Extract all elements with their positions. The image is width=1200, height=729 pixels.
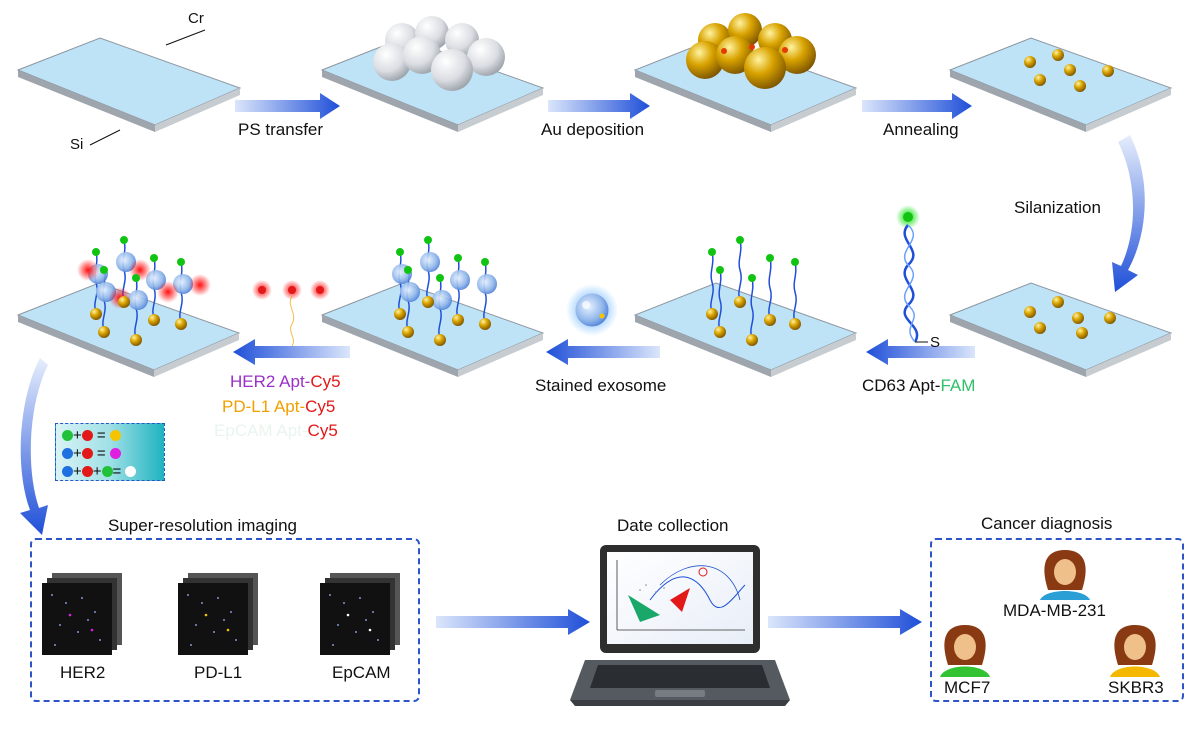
- legend-row-white: ++=: [62, 463, 137, 480]
- arrow-to-diagnosis: [768, 609, 922, 635]
- aptamer-epcam-target: EpCAM: [214, 421, 273, 440]
- substrate-stained: [16, 236, 241, 377]
- cr-layer-label: Cr: [188, 10, 204, 27]
- patient-mcf7: [940, 625, 990, 677]
- green-dot-icon: [101, 466, 113, 477]
- legend-row-yellow: + =: [62, 427, 121, 444]
- substrate-annealed: [948, 37, 1173, 132]
- aptamer-epcam-dye: Cy5: [307, 421, 338, 440]
- image-label-epcam: EpCAM: [332, 663, 391, 682]
- diagnosis-title: Cancer diagnosis: [981, 514, 1113, 533]
- aptamer-her2-target: HER2: [230, 372, 276, 391]
- arrow-ps-transfer: [235, 93, 340, 119]
- step-ps-transfer: PS transfer: [238, 120, 324, 139]
- step-au-deposition: Au deposition: [541, 120, 645, 139]
- red-dot-icon: [81, 430, 93, 441]
- legend-row-magenta: + =: [62, 445, 121, 462]
- step-silanization: Silanization: [1014, 198, 1101, 217]
- aptamer-pdl1-target: PD-L1: [222, 397, 271, 416]
- substrate-au: [633, 13, 858, 132]
- substrate-aptamer: [633, 236, 858, 377]
- substrate-bare: [16, 29, 242, 146]
- image-label-pdl1: PD-L1: [194, 663, 243, 682]
- blue-dot-icon: [62, 448, 73, 459]
- substrate-ps: [320, 16, 545, 132]
- arrow-cy5-staining: [233, 339, 350, 365]
- image-stack-epcam: [320, 573, 400, 655]
- arrow-to-collection: [436, 609, 590, 635]
- arrow-stained-exosome: [546, 339, 660, 365]
- color-mixing-legend: + = + = ++=: [55, 423, 165, 481]
- yellow-dot-icon: [109, 430, 121, 441]
- aptamer-her2-apt: Apt-: [275, 372, 311, 391]
- aptamer-her2-dye: Cy5: [310, 372, 341, 391]
- si-layer-label: Si: [70, 136, 84, 153]
- blue-dot-icon: [62, 466, 73, 477]
- magenta-dot-icon: [109, 448, 121, 459]
- aptamer-epcam-apt: Apt-: [272, 421, 308, 440]
- arrow-to-imaging: [20, 358, 48, 535]
- aptamer-her2: HER2 Apt-Cy5: [230, 372, 341, 392]
- red-dot-icon: [81, 466, 93, 477]
- aptamer-epcam: EpCAM Apt-Cy5: [214, 421, 338, 441]
- step-annealing: Annealing: [883, 120, 959, 139]
- cd63-prefix: CD63 Apt-: [862, 376, 941, 395]
- cd63-aptamer: [896, 205, 928, 343]
- patient-mda: [1040, 550, 1090, 600]
- step-stained-exosome: Stained exosome: [535, 376, 667, 395]
- thiol-label: S: [930, 334, 941, 351]
- green-dot-icon: [62, 430, 73, 441]
- imaging-title: Super-resolution imaging: [108, 516, 297, 535]
- red-dot-icon: [81, 448, 93, 459]
- arrow-cd63: [866, 339, 975, 365]
- image-label-her2: HER2: [60, 663, 106, 682]
- exosome: [566, 284, 618, 336]
- laptop: [570, 545, 790, 706]
- cell-line-skbr3: SKBR3: [1108, 678, 1164, 697]
- aptamer-pdl1-dye: Cy5: [305, 397, 336, 416]
- fam-label: FAM: [940, 376, 976, 395]
- diagnosis-panel: [930, 538, 1184, 702]
- substrate-silanized: [948, 282, 1173, 377]
- arrow-au-deposition: [548, 93, 650, 119]
- aptamer-pdl1-apt: Apt-: [270, 397, 306, 416]
- imaging-panel: [30, 538, 420, 702]
- arrow-silanization: [1112, 135, 1145, 292]
- step-cd63-aptamer: CD63 Apt-FAM: [862, 376, 975, 396]
- arrow-annealing: [862, 93, 972, 119]
- image-stack-pdl1: [178, 573, 258, 655]
- cell-line-mda: MDA-MB-231: [1003, 601, 1106, 620]
- aptamer-pdl1: PD-L1 Apt-Cy5: [222, 397, 335, 417]
- collection-title: Date collection: [617, 516, 729, 535]
- image-stack-her2: [42, 573, 122, 655]
- cell-line-mcf7: MCF7: [944, 678, 991, 697]
- substrate-exosome: [320, 236, 545, 377]
- white-dot-icon: [125, 466, 137, 477]
- patient-skbr3: [1110, 625, 1160, 677]
- cy5-aptamers: [252, 280, 330, 347]
